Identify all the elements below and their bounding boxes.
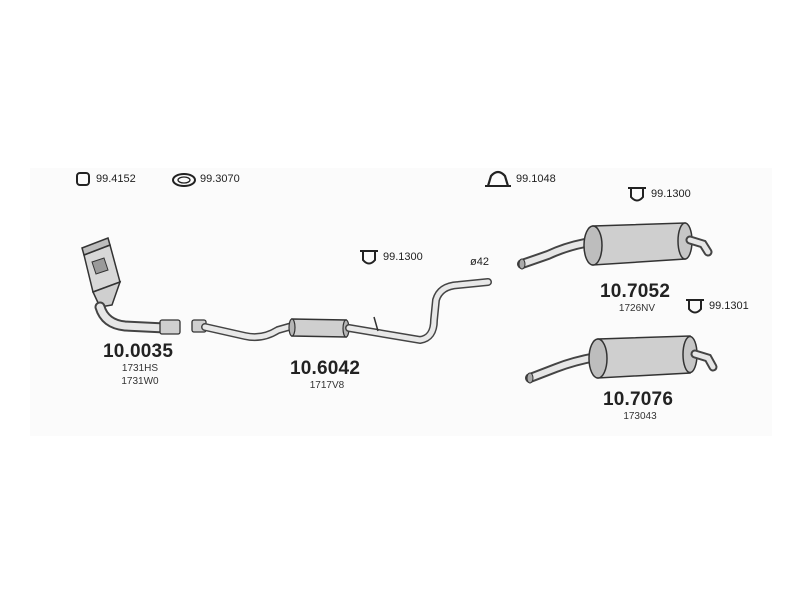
- catalytic-converter-drawing: [81, 237, 181, 335]
- square-clamp-icon: [76, 172, 90, 186]
- accessory-code-hanger-rear-b: 99.1301: [709, 300, 749, 312]
- accessory-code-clamp: 99.4152: [96, 173, 136, 185]
- diagram-background: [30, 168, 772, 436]
- u-clamp-icon: [485, 170, 511, 187]
- accessory-code-hanger-mid: 99.1300: [383, 251, 423, 263]
- ring-gasket-icon: [172, 173, 196, 187]
- accessory-code-hanger-rear-a: 99.1300: [651, 188, 691, 200]
- middle-pipe-drawing: [191, 278, 492, 345]
- part-ref-catalytic-1: 1731HS: [121, 363, 159, 374]
- accessory-code-u-clamp: 99.1048: [516, 173, 556, 185]
- accessory-code-gasket: 99.3070: [200, 173, 240, 185]
- part-number-middle: 10.6042: [290, 358, 361, 379]
- hanger-rear-a-icon: [628, 187, 646, 202]
- rear-muffler-b-drawing: [525, 335, 718, 384]
- part-number-rear-b: 10.7076: [603, 389, 674, 410]
- part-ref-middle: 1717V8: [309, 380, 345, 391]
- rear-muffler-a-drawing: [517, 222, 713, 270]
- part-ref-rear-a: 1726NV: [618, 303, 656, 314]
- part-ref-catalytic-2: 1731W0: [121, 376, 159, 387]
- pipe-diameter-label: ø42: [470, 256, 489, 268]
- hanger-mid-icon: [360, 250, 378, 265]
- part-ref-rear-b: 173043: [623, 411, 657, 422]
- part-number-catalytic: 10.0035: [103, 341, 174, 362]
- part-number-rear-a: 10.7052: [600, 281, 671, 302]
- hanger-rear-b-icon: [686, 299, 704, 314]
